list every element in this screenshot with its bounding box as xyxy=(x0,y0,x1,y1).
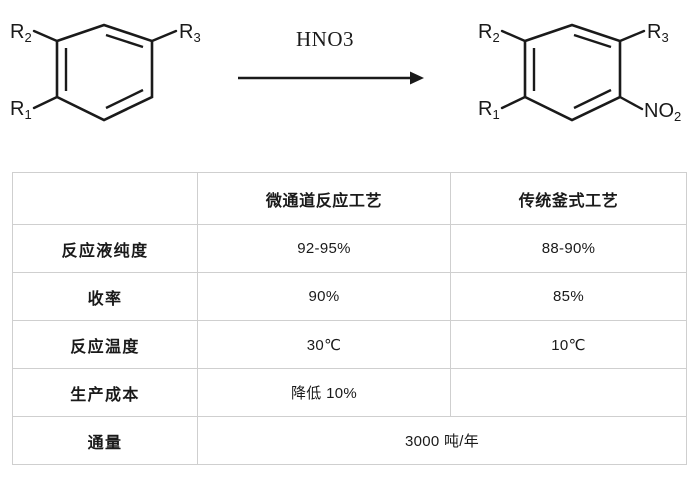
reactant-label-r2: R2 xyxy=(10,21,32,45)
header-cell-label xyxy=(12,172,198,225)
product-label-r1: R1 xyxy=(478,98,500,122)
reactant-label-r1: R1 xyxy=(10,98,32,122)
value-cost-traditional xyxy=(450,368,687,417)
table-row: 通量 3000 吨/年 xyxy=(12,416,687,465)
product-molecule: R2 R3 R1 NO2 xyxy=(468,0,698,160)
value-throughput-merged: 3000 吨/年 xyxy=(197,416,687,465)
reactant-structure-svg xyxy=(32,23,178,122)
table-row: 反应液纯度 92-95% 88-90% xyxy=(12,224,687,273)
double-bond-top-right xyxy=(105,33,144,49)
bond-to-r1 xyxy=(32,95,59,110)
double-bond-top-right xyxy=(573,33,612,49)
row-label-production-cost: 生产成本 xyxy=(12,368,198,417)
product-label-r3: R3 xyxy=(647,21,669,45)
bond-to-r1 xyxy=(500,95,527,110)
reagent-label: HNO3 xyxy=(296,27,354,51)
row-label-yield: 收率 xyxy=(12,272,198,321)
table-row: 生产成本 降低 10% xyxy=(12,368,687,417)
bond-to-r3 xyxy=(150,29,178,43)
bond-to-r2 xyxy=(500,29,527,43)
product-label-r2: R2 xyxy=(478,21,500,45)
table-row: 反应温度 30℃ 10℃ xyxy=(12,320,687,369)
reactant-label-r3: R3 xyxy=(179,21,201,45)
reaction-arrow-icon xyxy=(238,71,424,85)
row-label-throughput: 通量 xyxy=(12,416,198,465)
bond-to-no2 xyxy=(618,95,644,111)
benzene-ring-product xyxy=(523,23,622,122)
product-structure-svg xyxy=(500,23,646,122)
value-purity-microchannel: 92-95% xyxy=(197,224,451,273)
benzene-ring-reactant xyxy=(55,23,154,122)
row-label-purity: 反应液纯度 xyxy=(12,224,198,273)
double-bond-bottom-right xyxy=(105,88,144,110)
bond-to-r3 xyxy=(618,29,646,43)
value-purity-traditional: 88-90% xyxy=(450,224,687,273)
process-comparison-table: 微通道反应工艺 传统釜式工艺 反应液纯度 92-95% 88-90% 收率 90… xyxy=(12,172,687,465)
value-temperature-traditional: 10℃ xyxy=(450,320,687,369)
bond-to-r2 xyxy=(32,29,59,43)
double-bond-bottom-right xyxy=(573,88,612,110)
header-cell-traditional: 传统釜式工艺 xyxy=(450,172,687,225)
value-yield-microchannel: 90% xyxy=(197,272,451,321)
reaction-scheme: R2 R3 R1 HNO3 R2 R3 R1 NO2 xyxy=(0,0,698,160)
product-label-no2: NO2 xyxy=(644,100,682,124)
row-label-temperature: 反应温度 xyxy=(12,320,198,369)
value-yield-traditional: 85% xyxy=(450,272,687,321)
arrow-head xyxy=(410,71,424,85)
value-cost-microchannel: 降低 10% xyxy=(197,368,451,417)
table-row: 收率 90% 85% xyxy=(12,272,687,321)
header-cell-microchannel: 微通道反应工艺 xyxy=(197,172,451,225)
table-header-row: 微通道反应工艺 传统釜式工艺 xyxy=(12,172,687,225)
value-temperature-microchannel: 30℃ xyxy=(197,320,451,369)
reactant-molecule: R2 R3 R1 xyxy=(0,0,230,160)
